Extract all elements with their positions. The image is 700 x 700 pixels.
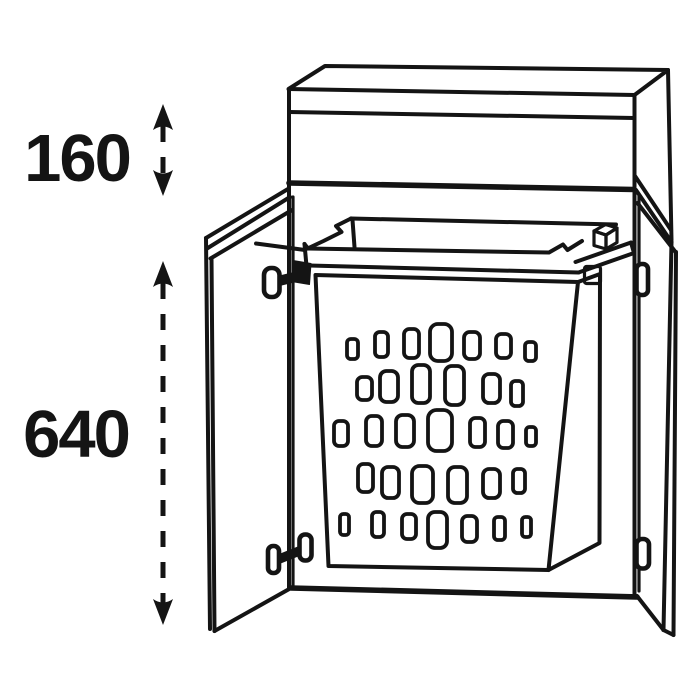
basket-hole — [426, 408, 454, 453]
rail-end-cap — [629, 240, 636, 255]
rail-clip-side — [604, 226, 619, 251]
rail-left-stub — [254, 241, 307, 252]
basket-right-face — [546, 272, 602, 572]
cabinet-body — [286, 64, 674, 600]
left-door-outer-edge — [204, 236, 212, 631]
cabinet-back-right-edge — [666, 68, 674, 242]
basket-hole — [364, 414, 384, 448]
basket-hole — [338, 512, 351, 537]
left-door-top-edge-face — [208, 208, 294, 261]
fixing-knobs — [261, 261, 652, 576]
countertop-band — [287, 110, 636, 120]
right-door-bottom-corner — [661, 628, 676, 637]
right-door-top-edge-inner — [634, 188, 674, 244]
rail-top-edge — [573, 240, 633, 264]
basket-rim-and-rail — [254, 216, 636, 566]
rim-back-edge — [349, 216, 618, 227]
right-door-top-edge-face — [635, 201, 678, 254]
basket-hole — [481, 372, 502, 405]
basket-hole — [370, 510, 386, 539]
basket-hole — [355, 375, 374, 402]
basket-hole — [400, 512, 418, 541]
knob-top-left — [261, 265, 282, 300]
right-door-bottom-edge — [635, 594, 666, 632]
basket-hole — [496, 419, 515, 450]
basket-hole — [460, 514, 479, 544]
basket-hole — [462, 330, 482, 361]
knob-top-right — [634, 261, 651, 298]
basket-hole — [402, 327, 421, 360]
dimension-label-upper: 160 — [24, 121, 130, 196]
dimension-lower: 640 — [23, 261, 173, 625]
basket-hole — [380, 465, 401, 500]
basket-hole — [509, 379, 525, 408]
dimension-label-lower: 640 — [23, 397, 129, 472]
rail-clip-front — [592, 229, 608, 251]
basket-hole — [378, 369, 400, 404]
basket-hole — [468, 416, 487, 449]
rim-front-top-edge — [305, 239, 584, 255]
right-door-top-edge — [633, 174, 673, 232]
basket-hole — [332, 419, 350, 448]
basket-hole — [428, 322, 454, 363]
left-door-top-edge — [204, 187, 290, 240]
basket-hole — [492, 515, 507, 542]
basket-hole — [356, 462, 375, 494]
rim-left-notch — [305, 216, 353, 251]
knob-bottom-right — [634, 536, 652, 571]
rail-bottom-edge — [576, 251, 636, 275]
cabinet-top-face — [286, 64, 670, 97]
arrow-down-icon — [153, 170, 173, 196]
drawer-front-bottom-edge — [286, 180, 637, 193]
dimension-upper: 160 — [24, 104, 173, 196]
basket-hole — [524, 425, 538, 448]
left-door — [204, 187, 294, 633]
left-door-outer-edge-inner — [209, 256, 217, 633]
laundry-basket — [313, 272, 602, 572]
arrow-up-icon — [153, 261, 173, 287]
basket-hole — [410, 464, 435, 505]
basket-hole — [523, 340, 538, 363]
left-door-bottom-edge — [212, 586, 293, 633]
basket-hole — [394, 413, 416, 449]
arrow-down-icon — [153, 599, 173, 625]
basket-hole — [410, 363, 432, 405]
right-door — [633, 174, 678, 637]
basket-hole — [426, 510, 449, 550]
right-door-inner-face-edge — [661, 240, 674, 632]
right-door-outer-edge — [671, 250, 678, 637]
basket-hole — [494, 332, 513, 360]
arrow-up-icon — [153, 104, 173, 130]
rim-left-end-top — [302, 242, 310, 251]
knob-bottom-left-inner — [297, 532, 314, 563]
basket-hole — [511, 467, 527, 495]
left-door-top-edge-inner — [205, 195, 292, 251]
knob-bottom-left-outer — [265, 543, 282, 576]
basket-hole — [481, 467, 502, 500]
rim-left-inner-corner — [350, 218, 357, 249]
cabinet-bottom-edge — [288, 585, 640, 600]
basket-hole — [520, 515, 533, 539]
basket-hole — [443, 364, 466, 407]
rim-front-bottom-edge — [307, 263, 581, 275]
basket-hole — [345, 337, 360, 361]
basket-perforations — [332, 322, 538, 550]
basket-hole — [373, 330, 390, 359]
basket-hole — [446, 465, 469, 505]
